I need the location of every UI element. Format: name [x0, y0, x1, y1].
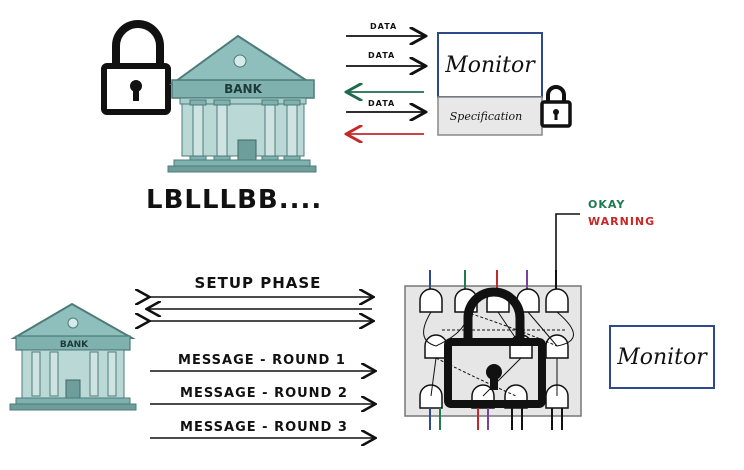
small-padlock-icon [540, 85, 572, 128]
round-3-label: MESSAGE - ROUND 3 [180, 420, 348, 435]
monitor-box: Monitor Specification [437, 32, 543, 136]
setup-phase-label: SETUP PHASE [195, 274, 322, 292]
data-label-1: DATA [370, 22, 397, 31]
monitor-title: Monitor [444, 53, 536, 78]
data-label-2: DATA [368, 51, 395, 60]
large-padlock-icon [444, 287, 546, 408]
setup-arrows [148, 297, 372, 321]
data-arrows: DATA DATA DATA [346, 22, 424, 134]
bank-building-icon: BANK [167, 34, 317, 173]
round-2-label: MESSAGE - ROUND 2 [180, 386, 348, 401]
small-bank-label: BANK [60, 340, 89, 350]
bank-label: BANK [224, 82, 262, 96]
monitor-title-bottom: Monitor [616, 345, 708, 370]
specification-label: Specification [450, 110, 522, 123]
monitor-box-bottom: Monitor [609, 325, 715, 389]
garbled-circuit-icon [404, 213, 582, 430]
okay-label: OKAY [588, 198, 625, 211]
sequence-text: LBLLLBB.... [146, 185, 322, 215]
round-1-label: MESSAGE - ROUND 1 [178, 353, 346, 368]
warning-label: WARNING [588, 215, 655, 228]
padlock-icon [101, 20, 171, 115]
data-label-3: DATA [368, 99, 395, 108]
bank-building-small-icon: BANK [9, 302, 137, 411]
